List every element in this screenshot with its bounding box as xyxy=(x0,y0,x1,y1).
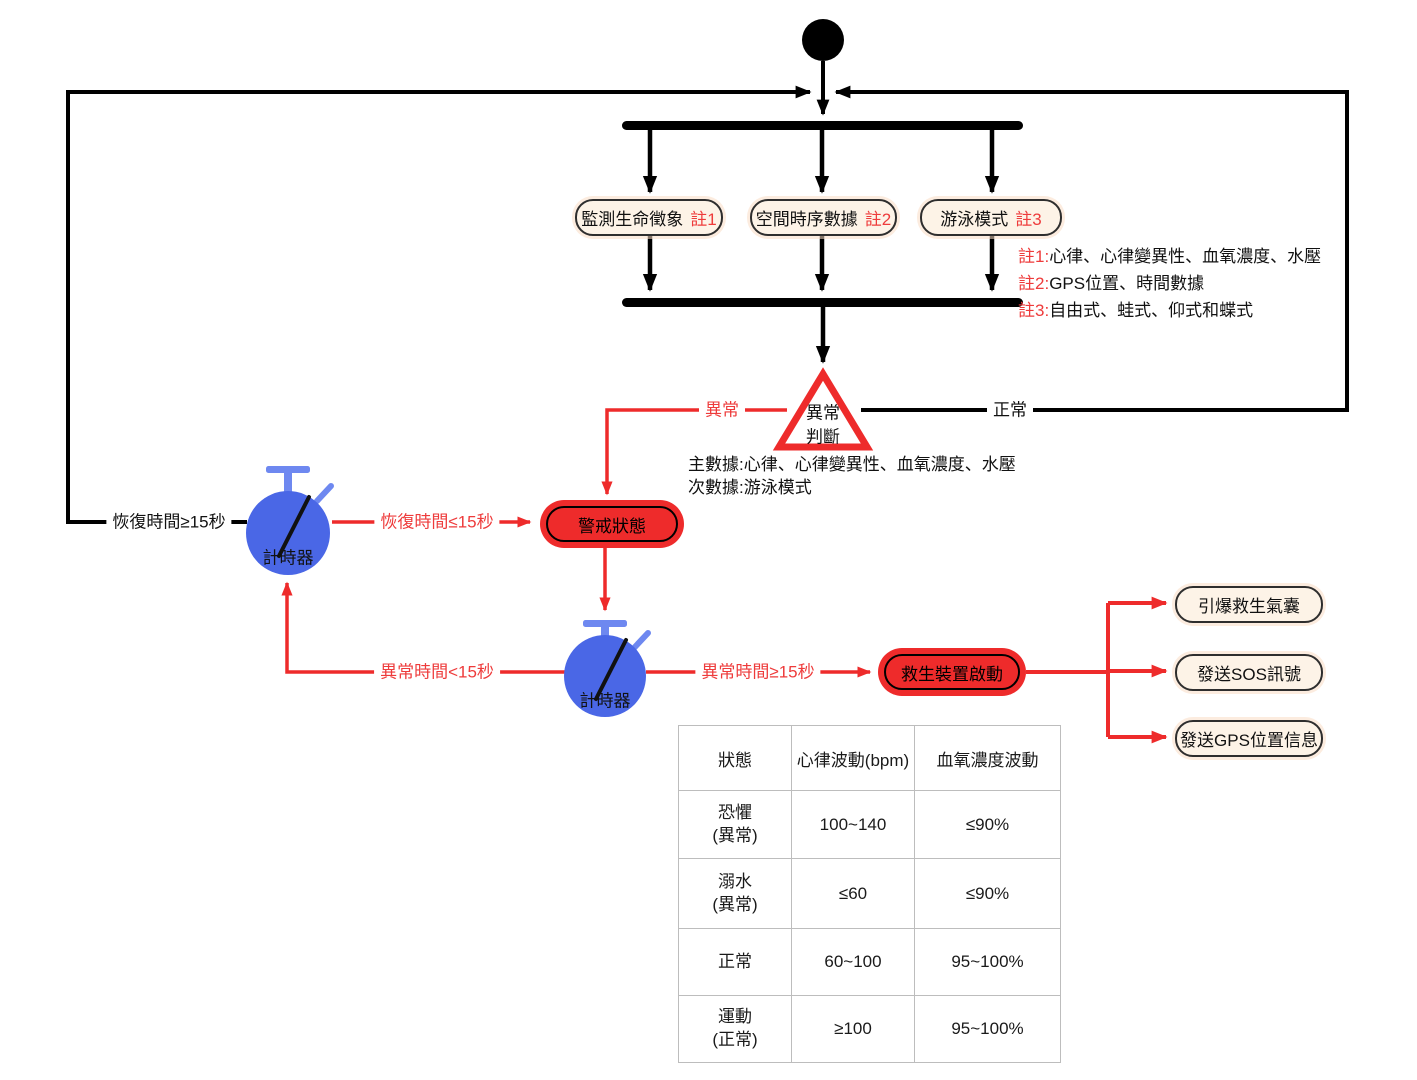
state-name: 恐懼 xyxy=(718,802,752,822)
table-header-row: 狀態 心律波動(bpm) 血氧濃度波動 xyxy=(678,725,1061,791)
rescue-branch-trunk xyxy=(1026,603,1110,737)
table-cell-hr: 60~100 xyxy=(791,928,915,996)
table-header-cell: 狀態 xyxy=(678,725,792,791)
decision-label-line1: 異常 xyxy=(806,403,840,423)
state-name: 正常 xyxy=(718,951,752,971)
state-note: (異常) xyxy=(712,825,758,845)
edge-label-recover-ge15: 恢復時間≥15秒 xyxy=(106,513,232,531)
timer1-icon xyxy=(246,466,334,575)
state-note: (異常) xyxy=(712,894,758,914)
state-name: 運動 xyxy=(718,1007,752,1027)
branch-label-abnormal: 異常 xyxy=(699,401,745,419)
table-cell-state: 溺水 (異常) xyxy=(678,858,792,929)
decision-triangle xyxy=(772,367,874,451)
fork-bar xyxy=(622,121,1023,130)
decision-desc-secondary: 次數據:游泳模式 xyxy=(688,478,812,497)
table-cell-state: 恐懼 (異常) xyxy=(678,790,792,859)
note-text: 自由式、蛙式、仰式和蝶式 xyxy=(1049,301,1254,320)
activity-spatiotemporal-data: 空間時序數據 註2 xyxy=(750,199,897,236)
vitals-reference-table: 狀態 心律波動(bpm) 血氧濃度波動 恐懼 (異常) 100~140 ≤90%… xyxy=(678,725,1061,1063)
table-header-cell: 血氧濃度波動 xyxy=(914,725,1061,791)
table-cell-hr: ≤60 xyxy=(791,858,915,929)
timer2-icon xyxy=(564,620,651,717)
table-cell-hr: 100~140 xyxy=(791,790,915,859)
table-cell-state: 運動 (正常) xyxy=(678,995,792,1063)
activity-label: 空間時序數據 xyxy=(755,210,858,229)
table-header-cell: 心律波動(bpm) xyxy=(791,725,915,791)
decision-label-line2: 判斷 xyxy=(806,427,840,447)
table-row: 運動 (正常) ≥100 95~100% xyxy=(678,995,1061,1063)
state-alert: 警戒狀態 xyxy=(546,506,678,542)
edge-label-abnormal-ge15: 異常時間≥15秒 xyxy=(695,663,821,681)
note-ref: 註2: xyxy=(1018,274,1050,293)
table-row: 正常 60~100 95~100% xyxy=(678,928,1061,996)
activity-note-ref: 註1 xyxy=(690,210,717,229)
output-gps: 發送GPS位置信息 xyxy=(1175,720,1323,757)
state-name: 溺水 xyxy=(718,871,752,891)
output-label: 發送GPS位置信息 xyxy=(1180,731,1318,750)
state-rescue-activate: 救生裝置啟動 xyxy=(884,654,1020,690)
activity-swim-mode: 游泳模式 註3 xyxy=(920,199,1062,236)
edge-label-abnormal-lt15: 異常時間<15秒 xyxy=(374,663,500,681)
loop-line-normal xyxy=(834,85,1349,412)
decision-desc-primary: 主數據:心律、心律變異性、血氧濃度、水壓 xyxy=(688,455,1016,474)
note-3: 註3:自由式、蛙式、仰式和蝶式 xyxy=(1018,302,1253,319)
table-cell-state: 正常 xyxy=(678,928,792,996)
output-label: 發送SOS訊號 xyxy=(1197,665,1301,684)
table-row: 溺水 (異常) ≤60 ≤90% xyxy=(678,858,1061,929)
note-ref: 註3: xyxy=(1018,301,1050,320)
state-note: (正常) xyxy=(712,1030,758,1049)
activity-note-ref: 註2 xyxy=(864,210,892,229)
edge-abnormal-lt15 xyxy=(281,581,565,674)
table-cell-spo2: ≤90% xyxy=(914,790,1061,859)
note-text: GPS位置、時間數據 xyxy=(1049,274,1205,293)
table-cell-hr: ≥100 xyxy=(791,995,915,1063)
output-airbag: 引爆救生氣囊 xyxy=(1175,586,1323,623)
timer1-label: 計時器 xyxy=(262,548,314,568)
edge-label-recover-le15: 恢復時間≤15秒 xyxy=(374,513,500,531)
note-text: 心律、心律變異性、血氧濃度、水壓 xyxy=(1049,247,1322,266)
output-sos: 發送SOS訊號 xyxy=(1175,654,1323,691)
start-node xyxy=(802,19,844,61)
timer2-label: 計時器 xyxy=(579,691,631,711)
branch-label-normal: 正常 xyxy=(987,401,1033,419)
table-cell-spo2: ≤90% xyxy=(914,858,1061,929)
note-2: 註2:GPS位置、時間數據 xyxy=(1018,275,1204,292)
output-label: 引爆救生氣囊 xyxy=(1198,597,1300,616)
activity-monitor-vitals: 監測生命徵象 註1 xyxy=(575,199,723,236)
note-ref: 註1: xyxy=(1018,247,1050,266)
activity-note-ref: 註3 xyxy=(1015,210,1042,229)
note-1: 註1:心律、心律變異性、血氧濃度、水壓 xyxy=(1018,248,1321,265)
activity-label: 監測生命徵象 xyxy=(581,210,684,229)
table-row: 恐懼 (異常) 100~140 ≤90% xyxy=(678,790,1061,859)
table-cell-spo2: 95~100% xyxy=(914,928,1061,996)
join-bar xyxy=(622,298,1023,307)
table-cell-spo2: 95~100% xyxy=(914,995,1061,1063)
activity-label: 游泳模式 xyxy=(940,210,1009,229)
